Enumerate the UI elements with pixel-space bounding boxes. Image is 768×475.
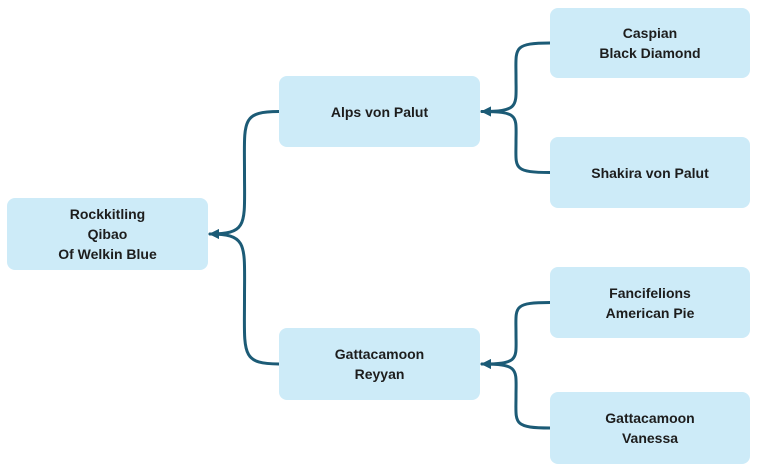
connector-dam-to-root	[208, 229, 281, 366]
node-dam-dam-line-2: Vanessa	[621, 430, 679, 446]
node-sire-dam-line-1: Shakira von Palut	[591, 164, 709, 181]
node-sire-sire-line-2: Black Diamond	[599, 45, 701, 61]
connector-sire-dam-to-sire	[480, 106, 552, 174]
connector-dam-dam-to-dam	[480, 359, 552, 430]
node-root-line-2: Qibao	[87, 226, 128, 242]
connector-sire-sire-to-sire	[480, 41, 552, 117]
node-dam-dam-line-1: Gattacamoon	[605, 410, 695, 426]
connector-sire-to-root	[208, 110, 281, 239]
node-dam-sire-line-1: Fancifelions	[609, 284, 691, 301]
node-dam-line-2: Reyyan	[354, 366, 405, 382]
node-sire-dam-shakira: Shakira von Palut	[550, 137, 750, 208]
node-dam-line-1: Gattacamoon	[334, 346, 425, 362]
node-dam-gattacamoon-reyyan: Gattacamoon Reyyan	[279, 328, 480, 400]
node-root-line-1: Rockkitling	[69, 206, 146, 222]
node-dam-dam-gattacamoon-vanessa: Gattacamoon Vanessa	[550, 392, 750, 464]
node-dam-sire-line-2: American Pie	[605, 304, 695, 321]
connector-dam-sire-to-dam	[480, 301, 552, 369]
node-dam-sire-fancifelions: Fancifelions American Pie	[550, 267, 750, 338]
node-sire-line-1: Alps von Palut	[330, 103, 429, 120]
node-sire-alps-von-palut: Alps von Palut	[279, 76, 480, 147]
node-sire-sire-line-1: Caspian	[622, 25, 678, 41]
node-root-line-3: Of Welkin Blue	[58, 246, 157, 262]
node-root-rockkitling-qibao: Rockkitling Qibao Of Welkin Blue	[7, 198, 208, 270]
node-sire-sire-caspian: Caspian Black Diamond	[550, 8, 750, 78]
